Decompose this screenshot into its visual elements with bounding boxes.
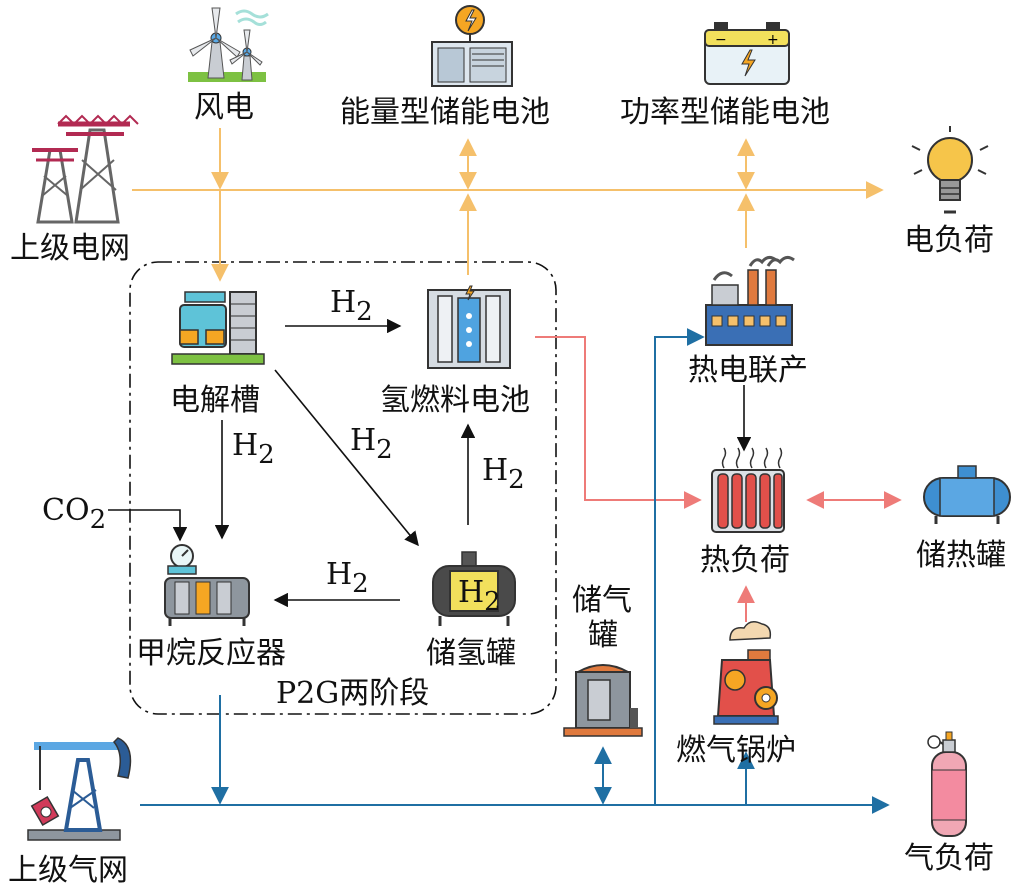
pump-jack-icon <box>27 737 132 841</box>
label-chp: 热电联产 <box>688 353 808 388</box>
heat-tank-icon <box>923 465 1011 524</box>
flow-label-h2: H2 <box>482 453 525 495</box>
svg-text:−: − <box>715 32 727 48</box>
light-bulb-icon <box>911 126 989 214</box>
flow-label-co2: CO2 <box>42 493 106 535</box>
label-heat-load: 热负荷 <box>700 543 790 578</box>
energy-battery-icon <box>431 5 513 87</box>
label-gas-load: 气负荷 <box>904 841 994 876</box>
gas-cylinder-icon <box>927 731 967 837</box>
label-electrolyzer: 电解槽 <box>170 383 260 418</box>
flow-label-h2: H2 <box>350 423 393 465</box>
label-elec-load: 电负荷 <box>904 223 994 258</box>
gas-storage-icon <box>563 664 643 737</box>
svg-text:+: + <box>767 32 779 48</box>
hydrogen-lines <box>108 318 752 608</box>
power-tower-icon <box>32 114 139 224</box>
label-p2g: P2G两阶段 <box>276 676 429 711</box>
heat-lines <box>535 336 902 622</box>
label-gas-storage-line1: 储气 <box>572 583 632 618</box>
electric-lines <box>132 128 884 282</box>
gas-lines <box>140 328 890 814</box>
wind-turbine-icon <box>188 7 269 82</box>
tank-h2-letter: H2 <box>458 575 501 617</box>
radiator-icon <box>711 447 785 533</box>
label-methane-reactor: 甲烷反应器 <box>136 636 286 671</box>
power-battery-icon: − + <box>704 22 790 85</box>
label-heat-tank: 储热罐 <box>916 538 1006 573</box>
label-fuel-cell: 氢燃料电池 <box>380 383 530 418</box>
p2g-boundary <box>129 261 557 715</box>
label-wind: 风电 <box>194 90 254 125</box>
flow-label-h2: H2 <box>326 557 369 599</box>
label-grid-gas: 上级气网 <box>8 853 128 888</box>
label-energy-battery: 能量型储能电池 <box>340 95 550 130</box>
gas-boiler-icon <box>713 621 779 725</box>
h2-tank-icon <box>432 551 516 626</box>
electrolyzer-icon <box>171 291 265 365</box>
label-grid-power: 上级电网 <box>10 231 130 266</box>
flow-label-h2: H2 <box>330 285 373 327</box>
fuel-cell-icon <box>427 285 511 369</box>
label-power-battery: 功率型储能电池 <box>620 95 830 130</box>
label-gas-storage-line2: 罐 <box>588 618 618 653</box>
flow-label-h2: H2 <box>232 428 275 470</box>
label-h2-tank: 储氢罐 <box>426 636 516 671</box>
chp-plant-icon <box>705 255 795 346</box>
methane-reactor-icon <box>164 544 250 626</box>
label-gas-boiler: 燃气锅炉 <box>676 733 796 768</box>
